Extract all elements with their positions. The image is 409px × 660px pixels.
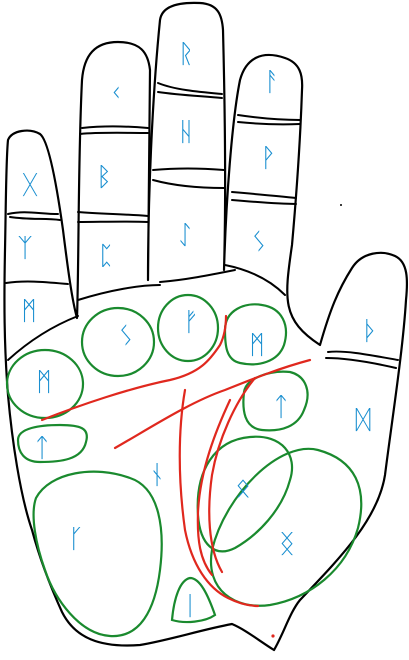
rune-ring-mid: ᛒ: [96, 163, 112, 193]
finger-base-crease-4: [7, 315, 79, 361]
rune-middle-top: ᚱ: [178, 40, 194, 70]
rune-pinky-mid: ᛉ: [17, 234, 33, 264]
mount-venus-outline: [209, 447, 363, 607]
rune-ring-top: ᚲ: [108, 79, 124, 109]
pinky-crease-1: [7, 211, 59, 215]
index-crease-2: [237, 121, 301, 126]
rune-mount-venus: ᛝ: [279, 530, 295, 560]
ring-crease-2: [79, 131, 149, 135]
ring-crease-3: [77, 211, 149, 217]
middle-crease-4: [152, 179, 225, 189]
rune-mount-middle: ᚠ: [183, 308, 199, 338]
thumb-crease-1: [327, 350, 399, 361]
middle-crease-1: [157, 82, 223, 95]
fate-line: [208, 376, 257, 574]
rune-mount-luna: ᚴ: [68, 525, 84, 555]
mount-wrist-outline: [170, 576, 217, 624]
rune-thumb-base: ᛞ: [355, 406, 371, 436]
index-crease-3: [231, 191, 297, 199]
red-dot: [271, 634, 275, 638]
head-line: [113, 358, 312, 450]
rune-mount-index: ᛗ: [249, 331, 265, 361]
middle-crease-2: [157, 91, 223, 99]
rune-pinky-base: ᛗ: [21, 297, 37, 327]
mount-ring: [80, 306, 156, 378]
index-crease-1: [237, 114, 301, 121]
rune-mount-ring: ᛊ: [118, 322, 134, 352]
rune-mount-upper-mars: ᛏ: [273, 393, 289, 423]
rune-pinky-top: ᚷ: [22, 171, 38, 201]
rune-mount-left: ᛗ: [36, 368, 52, 398]
rune-mount-small: ᛏ: [34, 434, 50, 464]
heart-line: [40, 314, 228, 422]
pinky-crease-3: [5, 280, 69, 285]
rune-index-base: ᛊ: [251, 228, 267, 258]
rune-mount-wrist: ᛁ: [182, 592, 198, 622]
life-line: [178, 388, 260, 608]
middle-crease-3: [152, 167, 225, 171]
rune-middle-mid: ᚺ: [178, 118, 194, 148]
mount-luna-outline: [32, 470, 163, 638]
ring-crease-1: [81, 125, 149, 129]
thumb-crease-2: [325, 357, 397, 369]
finger-base-crease-3: [224, 264, 286, 296]
rune-plain-of-mars: ᚾ: [149, 461, 165, 491]
rune-index-top: ᚨ: [264, 68, 280, 98]
finger-base-crease-2: [159, 269, 236, 283]
rune-index-mid: ᚹ: [260, 144, 276, 174]
fate-line-2: [196, 398, 232, 577]
rune-ring-base: ᛈ: [98, 242, 114, 272]
rune-thumb-top: ᚦ: [362, 317, 378, 347]
mount-middle: [156, 293, 220, 363]
black-dot: [340, 204, 342, 206]
rune-middle-base: ᛇ: [177, 221, 193, 251]
finger-base-crease-1: [77, 284, 161, 301]
index-crease-4: [231, 199, 297, 205]
mount-small-outline: [16, 423, 88, 464]
rune-mount-inner-venus: ᛟ: [235, 474, 251, 504]
pinky-crease-2: [9, 216, 61, 221]
mount-index-outline: [223, 303, 288, 366]
